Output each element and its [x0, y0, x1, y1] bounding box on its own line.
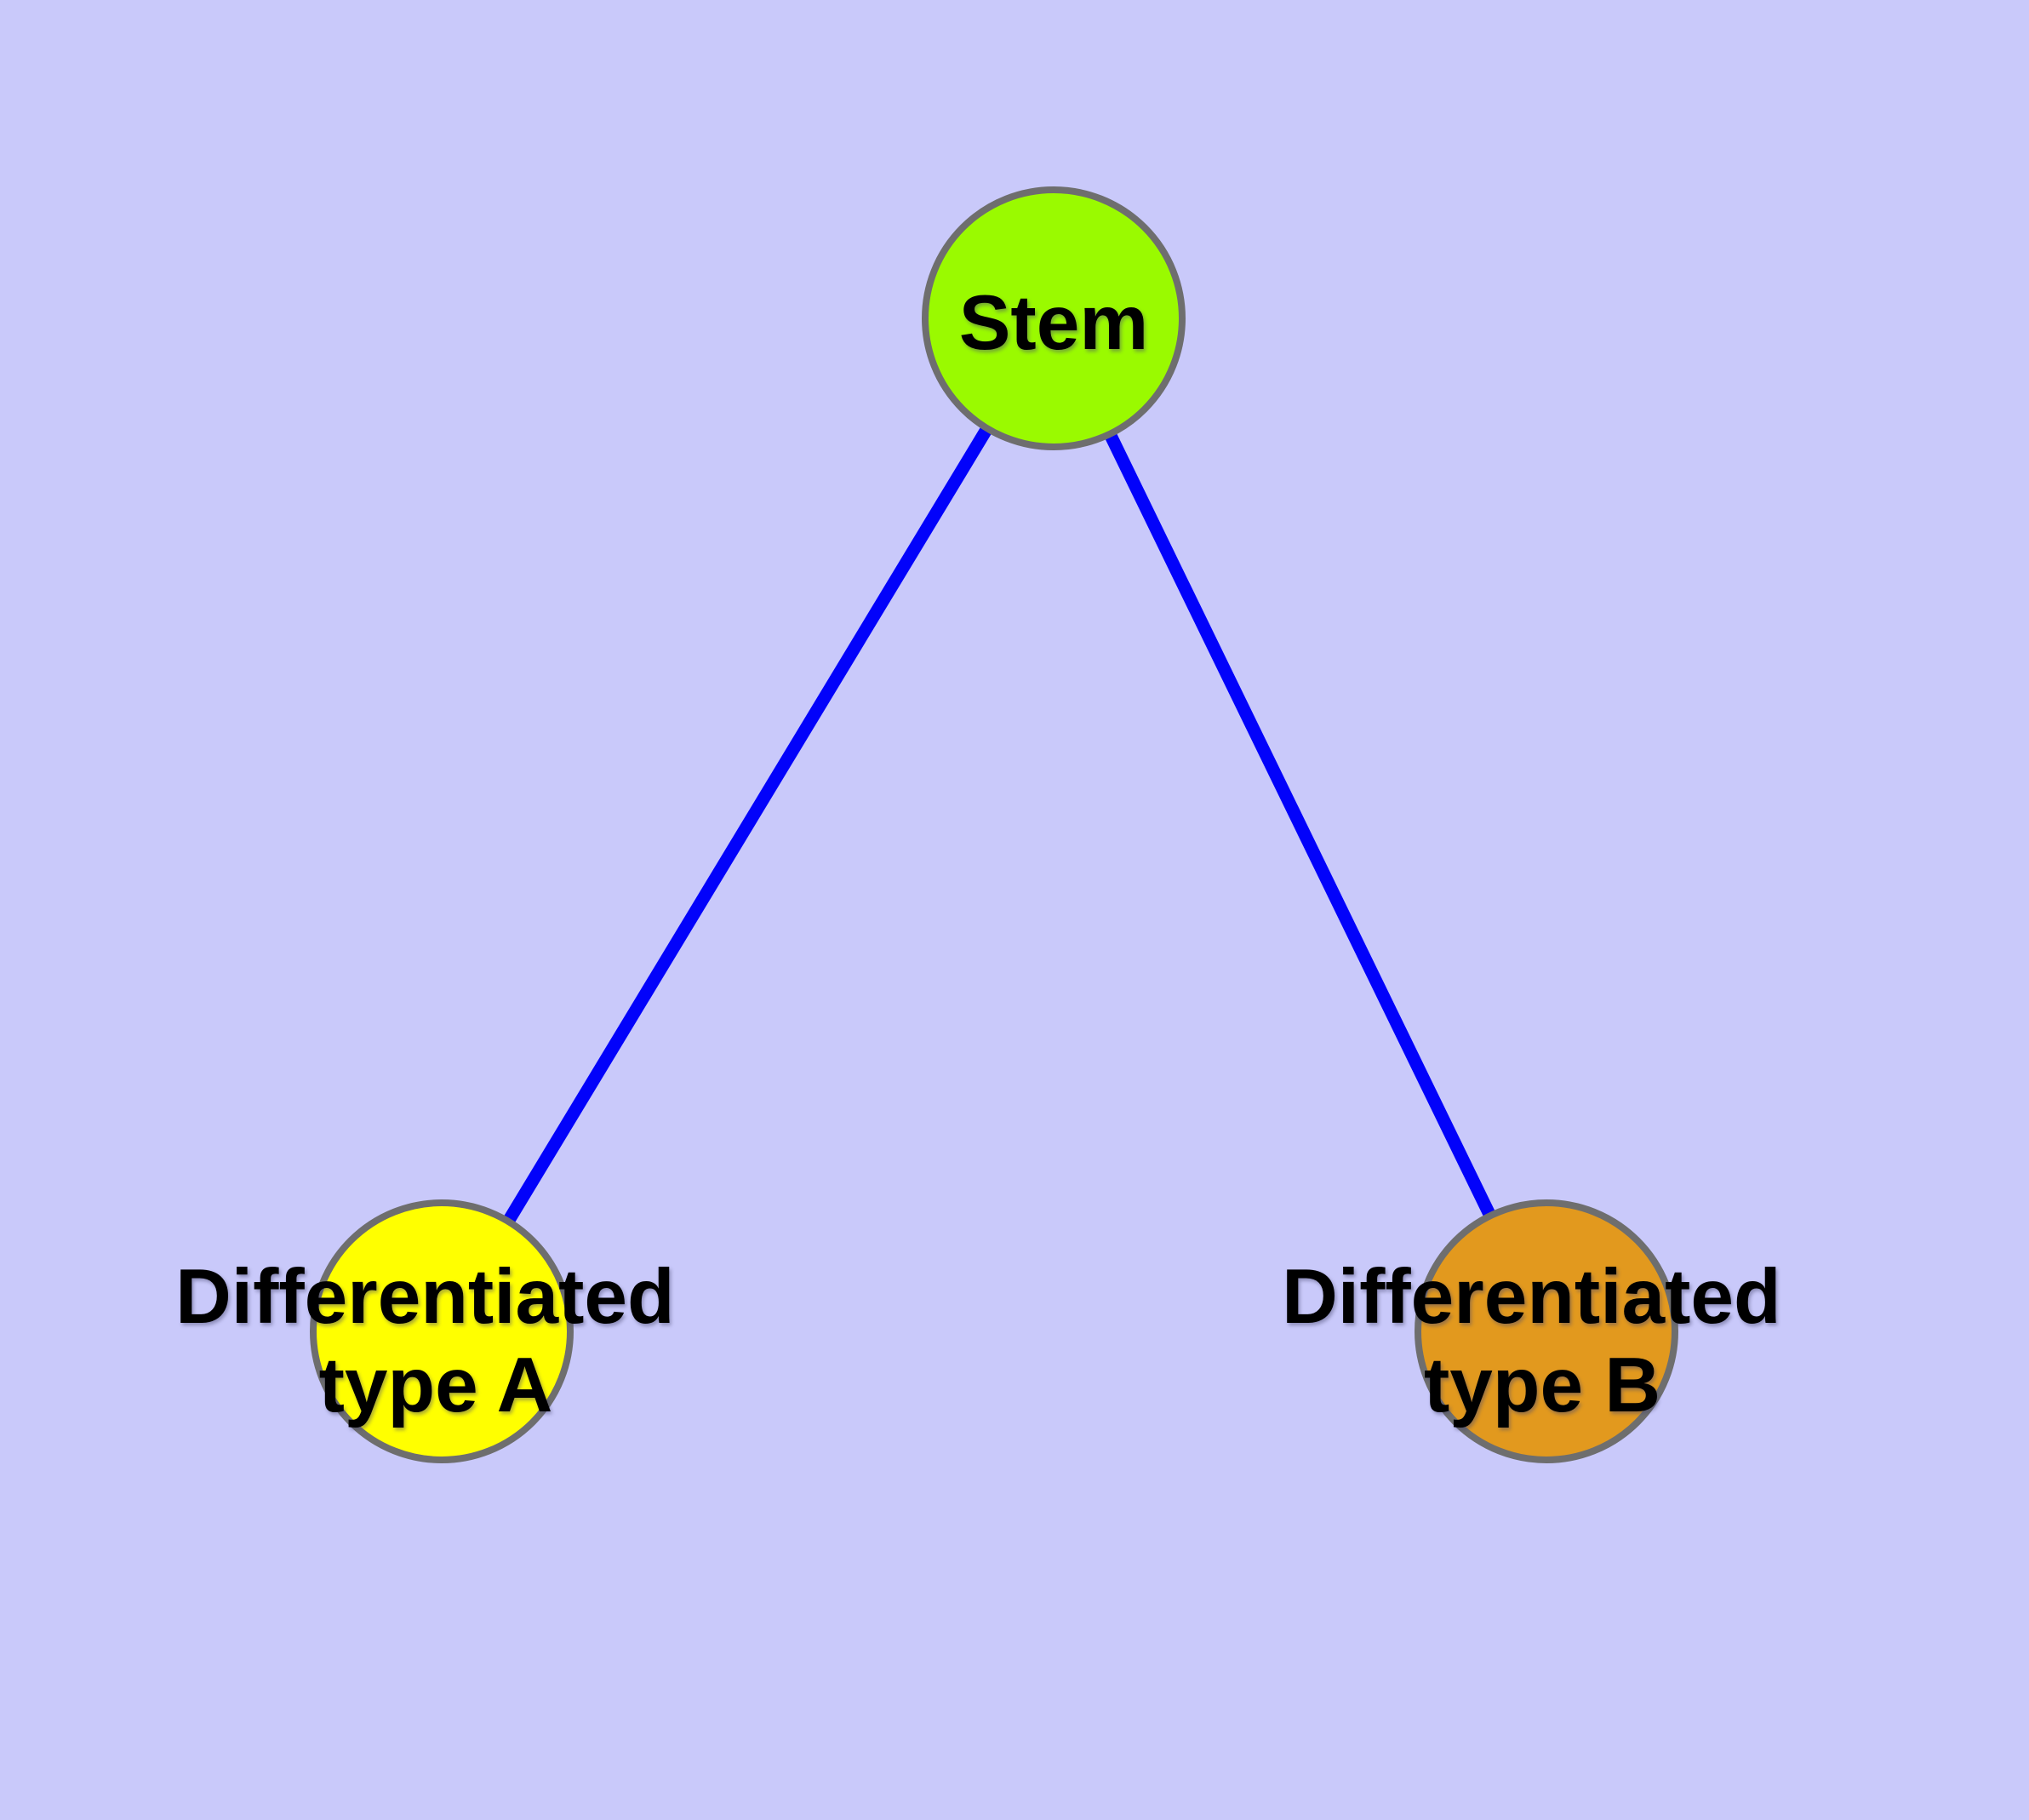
node-differentiated-type-a-label: Differentiated type A	[175, 1254, 696, 1428]
node-type-b-label-line-1: Differentiated	[1282, 1254, 1781, 1340]
node-type-b-label-line-2: type B	[1424, 1342, 1660, 1428]
node-type-a-label-line-1: Differentiated	[175, 1254, 675, 1340]
edge-stem-to-type-a	[436, 315, 1060, 1335]
node-stem-label: Stem	[959, 280, 1149, 366]
node-differentiated-type-a	[310, 1199, 574, 1463]
node-type-a-label-line-2: type A	[319, 1342, 553, 1428]
node-stem-label-line: Stem	[959, 280, 1149, 366]
node-differentiated-type-b-label: Differentiated type B	[1282, 1254, 1803, 1428]
node-stem	[922, 186, 1186, 450]
edge-stem-to-type-b	[1048, 315, 1552, 1335]
node-differentiated-type-b	[1415, 1199, 1678, 1463]
